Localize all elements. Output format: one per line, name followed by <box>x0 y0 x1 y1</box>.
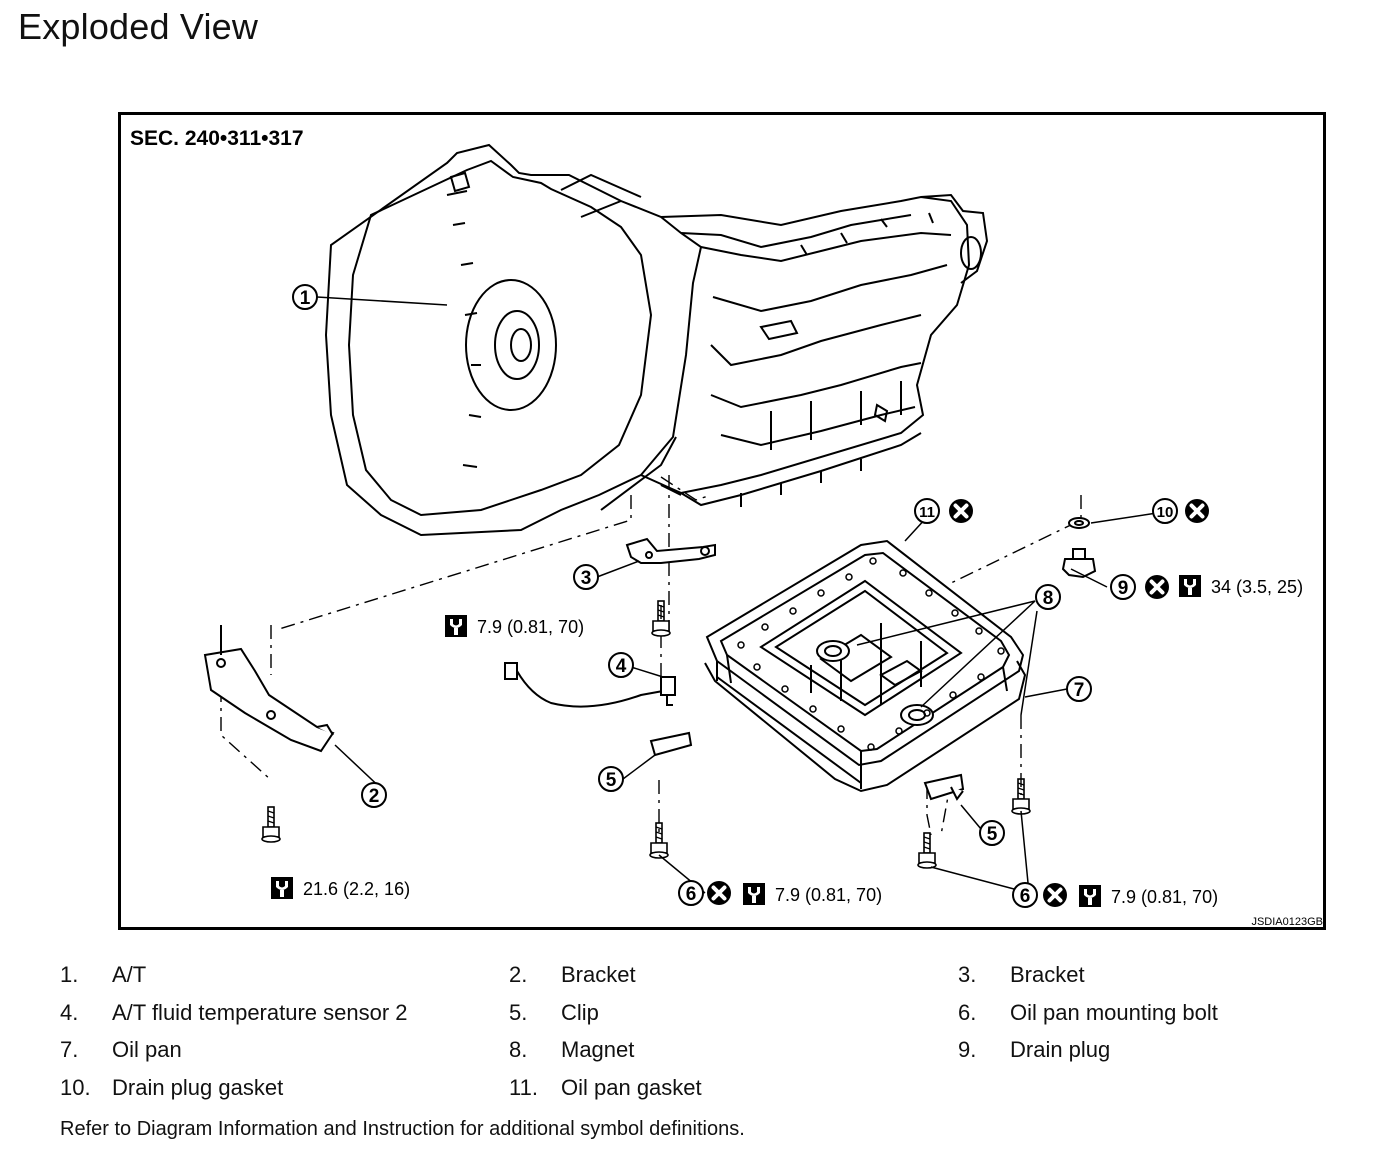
clip-drawing <box>649 731 965 801</box>
svg-text:7: 7 <box>1074 680 1085 701</box>
svg-text:3: 3 <box>581 568 592 589</box>
callouts: 1 2 3 4 5 5 6 6 7 8 9 10 11 <box>292 284 1178 908</box>
exploded-view-diagram: SEC. 240•311•317 <box>118 112 1326 930</box>
legend-row: 10.Drain plug gasket 11.Oil pan gasket <box>60 1074 702 1100</box>
callout-10: 10 <box>1152 498 1178 524</box>
pan-bolt-left <box>649 822 669 859</box>
svg-text:2: 2 <box>369 786 380 807</box>
callout-5-left: 5 <box>598 766 624 792</box>
svg-text:4: 4 <box>616 656 627 677</box>
svg-text:5: 5 <box>606 770 617 791</box>
bracket-bolt <box>261 806 281 843</box>
svg-text:11: 11 <box>919 504 935 521</box>
legend-row: 7.Oil pan 8.Magnet 9.Drain plug <box>60 1037 1111 1062</box>
callout-8: 8 <box>1035 584 1061 610</box>
bracket-3-drawing <box>625 537 716 564</box>
svg-text:10: 10 <box>1157 504 1174 521</box>
torque-wrench-icon <box>743 883 765 905</box>
diagram-code: JSDIA0123GB <box>1251 916 1323 928</box>
fluid-temp-sensor-drawing <box>504 662 676 708</box>
svg-text:6: 6 <box>686 884 697 905</box>
legend-row: 4.A/T fluid temperature sensor 2 5.Clip … <box>60 999 1218 1025</box>
bracket-2-drawing <box>203 625 335 753</box>
callout-6-right: 6 <box>1012 882 1038 908</box>
svg-text:5: 5 <box>987 824 998 845</box>
transmission-drawing <box>324 143 989 537</box>
torque-sensor-bolt: 7.9 (0.81, 70) <box>477 617 584 637</box>
callout-5-right: 5 <box>979 820 1005 846</box>
do-not-reuse-icon <box>1143 573 1171 601</box>
pan-bolt-center <box>917 832 937 869</box>
torque-bracket-bolt: 21.6 (2.2, 16) <box>303 879 410 899</box>
svg-text:9: 9 <box>1118 578 1129 599</box>
torque-wrench-icon <box>1179 575 1201 597</box>
torque-drain-plug: 34 (3.5, 25) <box>1211 577 1303 597</box>
torque-wrench-icon <box>1079 885 1101 907</box>
torque-pan-bolt-right: 7.9 (0.81, 70) <box>1111 887 1218 907</box>
oil-pan-drawing <box>704 539 1027 793</box>
torque-wrench-icon <box>445 615 467 637</box>
do-not-reuse-icon <box>947 497 975 525</box>
drain-plug-drawing <box>1061 517 1097 579</box>
svg-text:1: 1 <box>300 288 311 309</box>
callout-4: 4 <box>608 652 634 678</box>
callout-2: 2 <box>361 782 387 808</box>
do-not-reuse-icon <box>705 879 733 907</box>
do-not-reuse-icon <box>1183 497 1211 525</box>
do-not-reuse-icon <box>1041 881 1069 909</box>
parts-legend: 1.A/T 2.Bracket 3.Bracket 4.A/T fluid te… <box>60 962 1350 1112</box>
callout-1: 1 <box>292 284 318 310</box>
legend-row: 1.A/T 2.Bracket 3.Bracket <box>60 962 1085 987</box>
svg-text:6: 6 <box>1020 886 1031 907</box>
svg-text:8: 8 <box>1043 588 1054 609</box>
callout-6-left: 6 <box>678 880 704 906</box>
callout-11: 11 <box>914 498 940 524</box>
page-title: Exploded View <box>18 6 259 47</box>
callout-9: 9 <box>1110 574 1136 600</box>
callout-3: 3 <box>573 564 599 590</box>
torque-wrench-icon <box>271 877 293 899</box>
leader-lines <box>316 296 1158 894</box>
torque-pan-bolt-left: 7.9 (0.81, 70) <box>775 885 882 905</box>
section-label: SEC. 240•311•317 <box>130 127 304 150</box>
callout-7: 7 <box>1066 676 1092 702</box>
footnote: Refer to Diagram Information and Instruc… <box>60 1118 745 1140</box>
pan-bolt-right <box>1011 778 1031 815</box>
